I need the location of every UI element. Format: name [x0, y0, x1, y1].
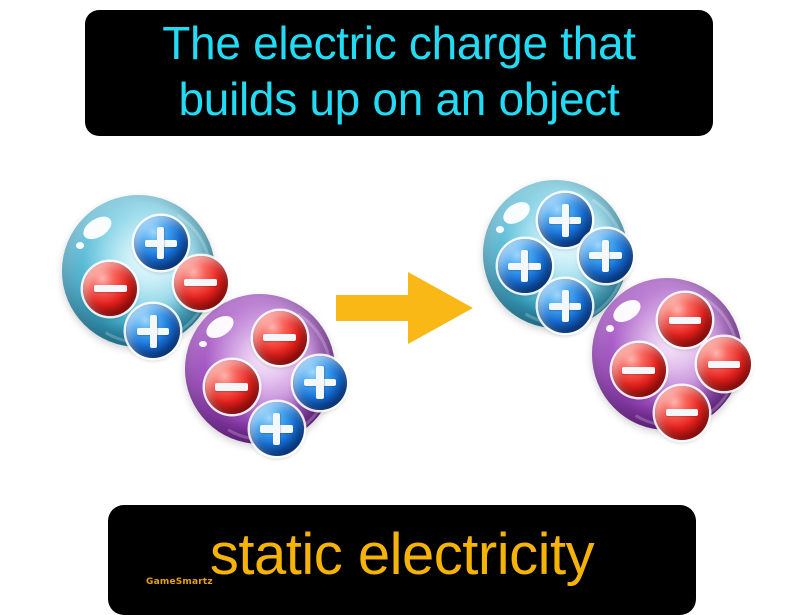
- definition-text: The electric charge that builds up on an…: [162, 17, 636, 125]
- positive-charge: [133, 216, 188, 271]
- minus-icon: [655, 386, 709, 440]
- plus-icon: [250, 402, 304, 456]
- minus-icon: [697, 337, 751, 391]
- minus-icon: [658, 293, 712, 347]
- minus-icon: [205, 360, 259, 414]
- sphere-highlight-large: [79, 212, 115, 245]
- plus-icon: [538, 193, 592, 247]
- negative-charge: [83, 261, 138, 316]
- plus-icon: [126, 304, 180, 358]
- positive-charge: [126, 304, 181, 359]
- negative-charge: [611, 343, 666, 398]
- before-blue-object: [56, 189, 228, 359]
- sphere-highlight-large: [499, 197, 534, 228]
- positive-charge: [578, 228, 633, 283]
- sphere-highlight-large: [202, 311, 237, 343]
- plus-icon: [134, 216, 188, 270]
- positive-charge: [538, 193, 593, 248]
- negative-charge: [204, 360, 259, 414]
- plus-icon: [538, 279, 592, 333]
- watermark: GameSmartz: [146, 577, 213, 587]
- sphere-highlight-small: [605, 325, 614, 332]
- charge-transfer-illustration: [56, 174, 754, 456]
- definition-banner: The electric charge that builds up on an…: [85, 10, 713, 136]
- negative-charge: [173, 255, 228, 310]
- positive-charge: [249, 402, 304, 456]
- positive-charge: [497, 239, 552, 294]
- after-purple-object: [586, 272, 754, 442]
- negative-charge: [655, 385, 709, 440]
- plus-icon: [293, 356, 347, 410]
- minus-icon: [174, 256, 228, 310]
- minus-icon: [253, 311, 307, 365]
- minus-icon: [83, 262, 137, 316]
- arrow-right-icon: [336, 272, 473, 344]
- minus-icon: [612, 343, 666, 397]
- after-blue-object: [477, 174, 640, 340]
- sphere-highlight-small: [198, 340, 207, 348]
- before-purple-object: [179, 288, 347, 456]
- term-text: static electricity: [209, 522, 595, 587]
- positive-charge: [538, 279, 593, 334]
- negative-charge: [252, 310, 307, 365]
- sphere-highlight-large: [608, 295, 645, 328]
- plus-icon: [498, 239, 552, 293]
- negative-charge: [697, 337, 751, 392]
- plus-icon: [579, 229, 633, 283]
- term-banner: static electricity GameSmartz: [108, 505, 696, 615]
- sphere-highlight-small: [496, 225, 505, 233]
- negative-charge: [658, 293, 712, 348]
- sphere-highlight-small: [75, 242, 85, 249]
- positive-charge: [293, 355, 347, 410]
